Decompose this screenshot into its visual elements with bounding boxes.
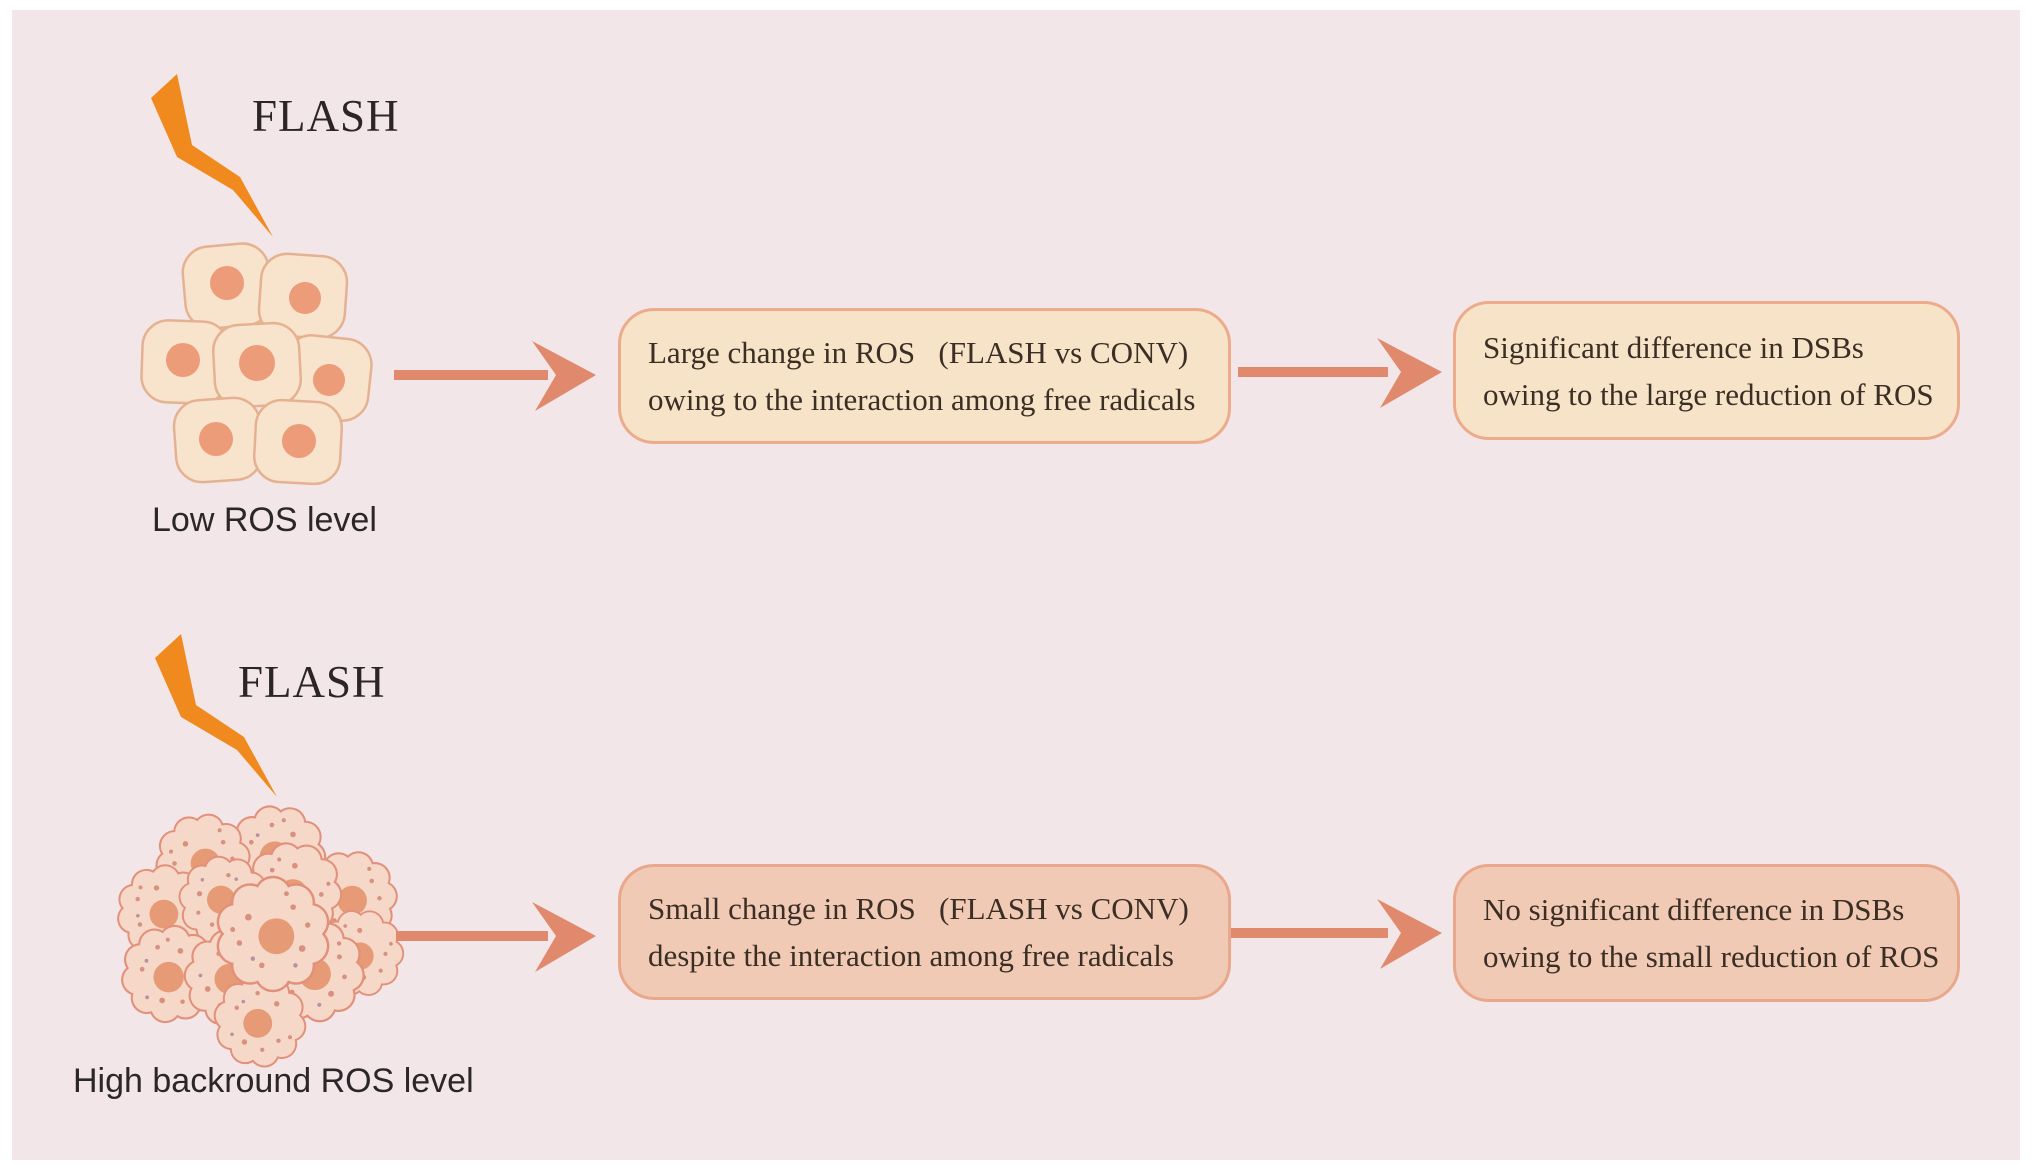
box-text-line: despite the interaction among free radic… bbox=[648, 938, 1174, 973]
flow-box-significant-dsb: Significant difference in DSBs owing to … bbox=[1453, 301, 1960, 440]
flash-heading: FLASH bbox=[252, 91, 400, 141]
normal-cell-cluster bbox=[140, 242, 373, 486]
box-text-line: Small change in ROS (FLASH vs CONV) bbox=[648, 891, 1189, 926]
flow-arrow-icon bbox=[1238, 338, 1442, 408]
box-text-line: owing to the interaction among free radi… bbox=[648, 382, 1196, 417]
flow-box-no-significant-dsb: No significant difference in DSBs owing … bbox=[1453, 864, 1960, 1002]
cluster-label-high-ros: High backround ROS level bbox=[73, 1062, 474, 1100]
flow-arrow-icon bbox=[396, 902, 596, 972]
cluster-label-low-ros: Low ROS level bbox=[152, 501, 377, 539]
flow-box-small-ros-change: Small change in ROS (FLASH vs CONV) desp… bbox=[618, 864, 1231, 1000]
lightning-bolt-icon bbox=[151, 74, 273, 237]
box-text-line: owing to the small reduction of ROS bbox=[1483, 939, 1940, 974]
box-text-line: owing to the large reduction of ROS bbox=[1483, 376, 1934, 412]
lightning-bolt-icon bbox=[155, 634, 277, 797]
flash-heading: FLASH bbox=[238, 657, 386, 707]
box-text-line: No significant difference in DSBs bbox=[1483, 892, 1905, 927]
tumor-cell-cluster bbox=[98, 802, 421, 1074]
box-text-line: Significant difference in DSBs bbox=[1483, 329, 1864, 365]
box-text-line: Large change in ROS (FLASH vs CONV) bbox=[648, 335, 1189, 370]
flow-arrow-icon bbox=[394, 341, 596, 411]
flow-box-large-ros-change: Large change in ROS (FLASH vs CONV) owin… bbox=[618, 308, 1231, 444]
flow-arrow-icon bbox=[1231, 899, 1442, 969]
